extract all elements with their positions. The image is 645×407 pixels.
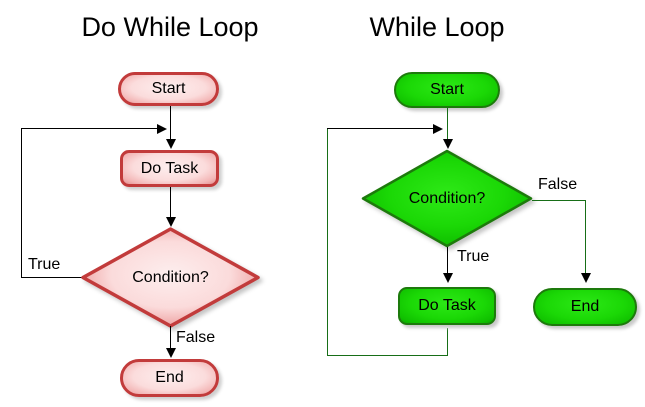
edge-loop-top <box>21 128 157 129</box>
condition-diamond: Condition? <box>360 148 534 249</box>
condition-diamond-label: Condition? <box>132 268 209 286</box>
start-node: Start <box>394 72 500 108</box>
end-node-label: End <box>155 369 184 386</box>
edge-start-to-junction <box>170 106 171 140</box>
do-task-node-label: Do Task <box>140 159 199 177</box>
condition-diamond-shape <box>361 149 533 248</box>
arrowhead-into-end <box>581 273 591 283</box>
edge-loop-bottom <box>21 277 85 278</box>
edge-condition-to-do-task <box>447 247 448 275</box>
do-while-loop-title: Do While Loop <box>81 12 259 42</box>
start-node: Start <box>118 72 219 106</box>
start-node-label: Start <box>151 80 186 97</box>
do-while-loop-flowchart: Do While Loop Start Do Task C <box>0 0 322 407</box>
end-node-label: End <box>570 298 600 315</box>
true-edge-label: True <box>28 256 61 273</box>
end-node: End <box>120 359 219 397</box>
condition-diamond-label: Condition? <box>408 189 486 207</box>
edge-start-to-condition <box>447 108 448 140</box>
arrowhead-loop-into-junction <box>157 124 167 134</box>
false-edge-label: False <box>538 176 578 193</box>
end-node: End <box>533 288 637 326</box>
arrowhead-loop-into-junction <box>433 124 443 134</box>
true-edge-label: True <box>457 248 490 265</box>
arrowhead-into-do-task <box>443 273 453 283</box>
edge-loop-left <box>21 128 22 278</box>
arrowhead-into-end <box>166 348 176 358</box>
arrowhead-into-condition <box>166 217 176 227</box>
arrowhead-into-condition <box>443 139 453 149</box>
edge-loop-bottom <box>327 355 448 356</box>
do-task-node-label: Do Task <box>418 297 476 314</box>
condition-diamond: Condition? <box>80 226 261 329</box>
edge-loop-from-do-task <box>447 328 448 355</box>
edge-false-vertical <box>585 200 586 275</box>
false-edge-label: False <box>176 329 216 346</box>
do-task-node: Do Task <box>398 287 496 325</box>
arrowhead-into-do-task <box>166 139 176 149</box>
edge-loop-left <box>327 128 328 355</box>
edge-false-horizontal <box>532 200 585 201</box>
while-loop-flowchart: While Loop Start Condition? True <box>322 0 645 407</box>
do-task-node: Do Task <box>120 150 219 187</box>
start-node-label: Start <box>430 81 464 98</box>
while-loop-title: While Loop <box>369 12 505 42</box>
edge-loop-top <box>327 128 433 129</box>
edge-do-task-to-condition <box>170 187 171 218</box>
edge-condition-to-end <box>170 326 171 350</box>
